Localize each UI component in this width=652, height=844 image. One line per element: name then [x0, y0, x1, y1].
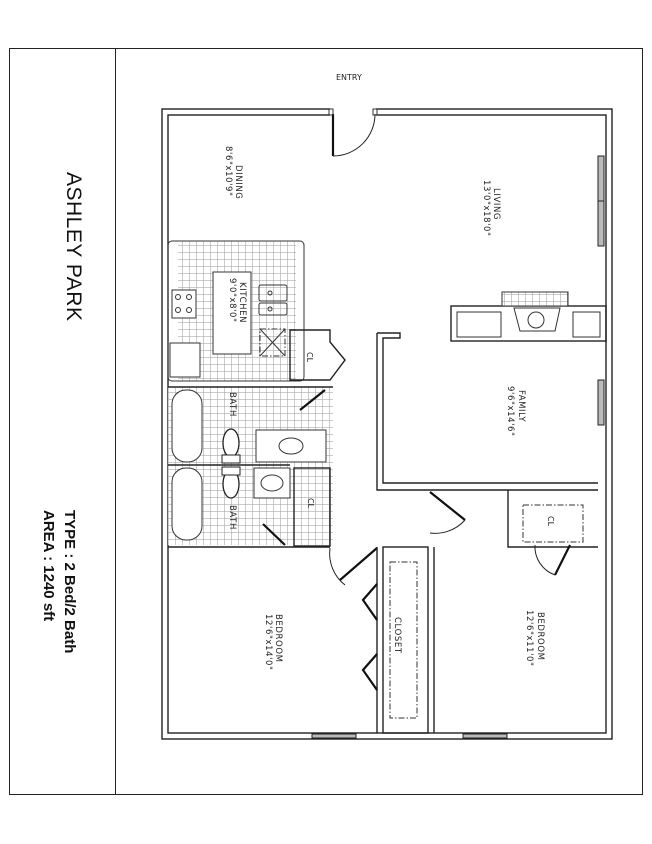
kitchen-size: 9'0"x8'0": [227, 278, 237, 323]
bedroom-right: CL: [433, 490, 598, 739]
fireplace: [450, 291, 607, 342]
kitchen: [167, 240, 305, 382]
hall-closet: CL: [293, 467, 331, 547]
bedroom-left-size: 12'6"x14'0": [263, 614, 273, 671]
stove-icon: [171, 289, 197, 319]
bedroom-right-size: 12'6"x11'0": [524, 610, 534, 667]
sheet-frame: [9, 48, 643, 795]
window: [597, 200, 605, 247]
dining-size: 8'6"x10'9": [223, 146, 233, 197]
bedroom-door: [339, 547, 378, 581]
svg-text:CL: CL: [546, 516, 555, 527]
bathtub-icon: [171, 467, 203, 541]
kitchen-closet: CL: [289, 329, 346, 381]
kitchen-label: KITCHEN: [237, 282, 247, 323]
svg-text:CL: CL: [306, 498, 315, 509]
family-size: 9'6"x14'6": [505, 386, 515, 437]
vanity: [255, 429, 327, 463]
svg-text:BATH: BATH: [227, 392, 237, 417]
window: [462, 733, 508, 739]
title-panel: [9, 48, 116, 795]
window: [311, 733, 357, 739]
living-size: 13'0"x18'0": [481, 180, 491, 237]
bathrooms: BATH BATH: [168, 386, 333, 546]
bedroom-door: [429, 491, 466, 521]
living-label: LIVING: [491, 188, 501, 220]
svg-text:CLOSET: CLOSET: [392, 617, 402, 654]
toilet-icon: [222, 428, 240, 458]
window: [597, 379, 605, 426]
sink-icon: [258, 284, 288, 302]
svg-text:BATH: BATH: [227, 505, 237, 530]
bedroom-right-label: BEDROOM: [535, 612, 545, 661]
window: [597, 155, 605, 202]
closet-shelf: [389, 561, 418, 719]
entry-label: ENTRY: [336, 73, 362, 82]
refrigerator-icon: [169, 342, 201, 378]
sink-icon: [260, 474, 284, 492]
entry-door: [328, 108, 378, 157]
bathtub-icon: [171, 389, 203, 463]
room-labels: DINING 8'6"x10'9" LIVING 13'0"x18'0" KIT…: [223, 146, 545, 671]
family-wall: [377, 332, 598, 484]
sink-icon: [278, 437, 304, 455]
family-label: FAMILY: [516, 390, 526, 422]
dishwasher-icon: [259, 328, 286, 357]
dining-label: DINING: [233, 165, 243, 199]
svg-text:CL: CL: [305, 352, 314, 363]
bedroom-left-label: BEDROOM: [273, 614, 283, 663]
closet-shelf: [522, 504, 584, 543]
bedroom-left: CLOSET: [168, 546, 429, 739]
